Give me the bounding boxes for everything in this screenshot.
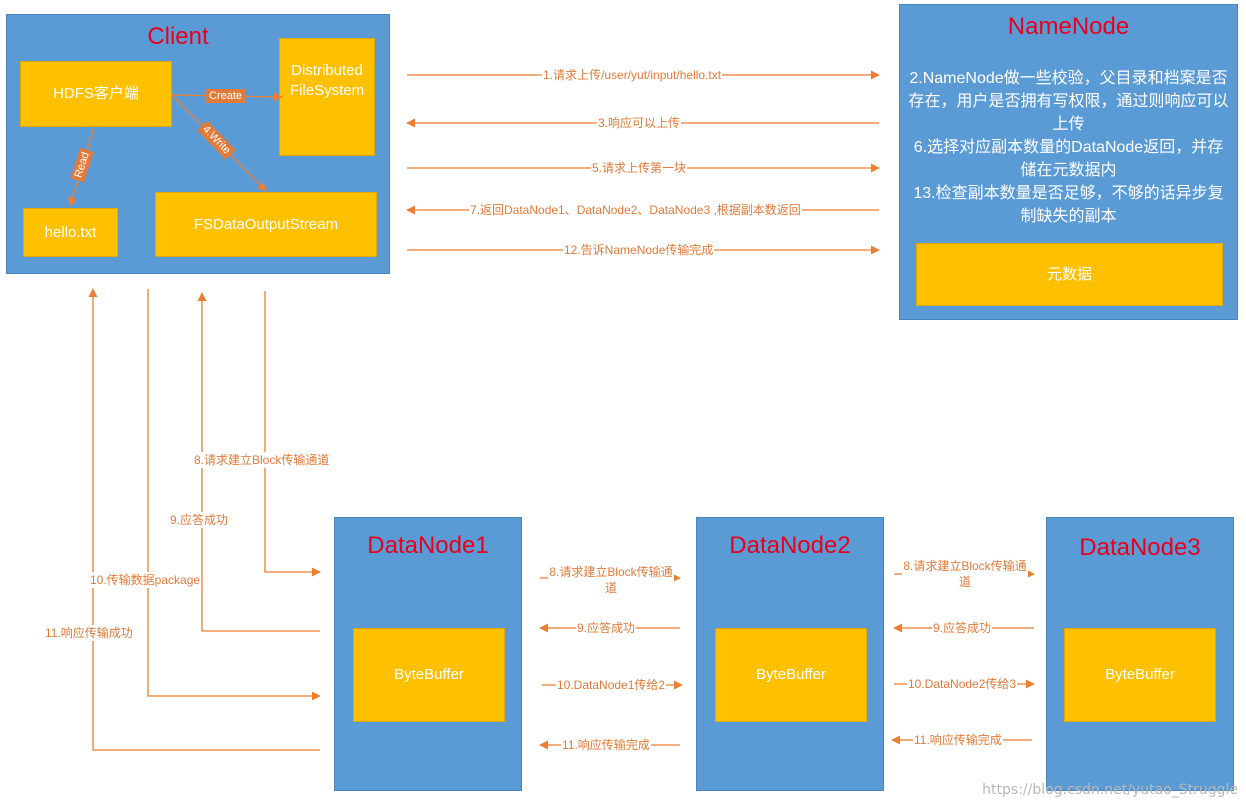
dn23-8-label: 8.请求建立Block传输通道 bbox=[902, 558, 1028, 590]
dn23-11-label: 11.响应传输完成 bbox=[913, 732, 1003, 748]
dn12-11-label: 11.响应传输完成 bbox=[561, 737, 651, 753]
datanode2-title: DataNode2 bbox=[729, 532, 851, 559]
namenode-step-2: 2.NameNode做一些校验，父目录和档案是否存在，用户是否拥有写权限，通过则… bbox=[908, 70, 1229, 133]
datanode3-box: DataNode3 ByteBuffer bbox=[1046, 517, 1234, 791]
client-8-label: 8.请求建立Block传输通道 bbox=[193, 452, 331, 468]
metadata-box: 元数据 bbox=[916, 243, 1223, 306]
datanode1-bytebuffer: ByteBuffer bbox=[353, 628, 505, 722]
hdfs-client-box: HDFS客户端 bbox=[20, 61, 172, 127]
edge-12-label: 12.告诉NameNode传输完成 bbox=[563, 242, 715, 258]
datanode1-bytebuffer-label: ByteBuffer bbox=[394, 666, 464, 683]
dn12-10-label: 10.DataNode1传给2 bbox=[556, 677, 667, 693]
dn12-9-label: 9.应答成功 bbox=[576, 620, 637, 636]
datanode3-bytebuffer-label: ByteBuffer bbox=[1105, 666, 1175, 683]
datanode1-box: DataNode1 ByteBuffer bbox=[334, 517, 522, 791]
client-8-arrow bbox=[264, 291, 321, 577]
watermark: https://blog.csdn.net/yutao_Struggle bbox=[982, 782, 1238, 798]
namenode-step-6: 6.选择对应副本数量的DataNode返回，并存储在元数据内 bbox=[913, 139, 1224, 179]
namenode-title: NameNode bbox=[1007, 13, 1130, 40]
fsdataoutputstream-label: FSDataOutputStream bbox=[193, 215, 339, 233]
edge-7-label: 7.返回DataNode1、DataNode2、DataNode3 ,根据副本数… bbox=[469, 202, 802, 218]
dn23-10-label: 10.DataNode2传给3 bbox=[907, 676, 1018, 692]
datanode3-title: DataNode3 bbox=[1079, 534, 1201, 561]
fsdataoutputstream-box: FSDataOutputStream bbox=[155, 192, 377, 257]
datanode2-bytebuffer: ByteBuffer bbox=[715, 628, 867, 722]
client-title: Client bbox=[147, 23, 209, 50]
datanode1-title: DataNode1 bbox=[367, 532, 489, 559]
datanode2-box: DataNode2 ByteBuffer bbox=[696, 517, 884, 791]
edge-1-label: 1.请求上传/user/yut/input/hello.txt bbox=[542, 67, 723, 83]
create-label: Create bbox=[206, 89, 246, 103]
distributed-filesystem-label: Distributed FileSystem bbox=[289, 61, 365, 99]
client-11-label: 11.响应传输成功 bbox=[44, 625, 134, 641]
hello-txt-label: hello.txt bbox=[44, 223, 97, 241]
hdfs-client-label: HDFS客户端 bbox=[53, 85, 139, 102]
namenode-box: NameNode 2.NameNode做一些校验，父目录和档案是否存在，用户是否… bbox=[899, 4, 1238, 320]
metadata-label: 元数据 bbox=[1046, 265, 1092, 283]
datanode3-bytebuffer: ByteBuffer bbox=[1064, 628, 1216, 722]
datanode2-bytebuffer-label: ByteBuffer bbox=[756, 666, 826, 683]
namenode-step-13: 13.检查副本数量是否足够，不够的话异步复制缺失的副本 bbox=[913, 185, 1224, 225]
client-box: Client HDFS客户端 Distributed FileSystem he… bbox=[6, 14, 390, 274]
distributed-filesystem-box: Distributed FileSystem bbox=[279, 38, 375, 156]
edge-5-label: 5.请求上传第一块 bbox=[591, 160, 688, 176]
client-10-arrow bbox=[147, 289, 321, 701]
dn12-8-label: 8.请求建立Block传输通道 bbox=[548, 564, 674, 596]
client-10-label: 10.传输数据package bbox=[89, 572, 202, 588]
dn23-9-label: 9.应答成功 bbox=[932, 620, 993, 636]
edge-3-label: 3.响应可以上传 bbox=[597, 115, 682, 131]
hello-txt-box: hello.txt bbox=[23, 208, 118, 257]
client-9-label: 9.应答成功 bbox=[169, 512, 230, 528]
namenode-description: 2.NameNode做一些校验，父目录和档案是否存在，用户是否拥有写权限，通过则… bbox=[906, 67, 1231, 228]
